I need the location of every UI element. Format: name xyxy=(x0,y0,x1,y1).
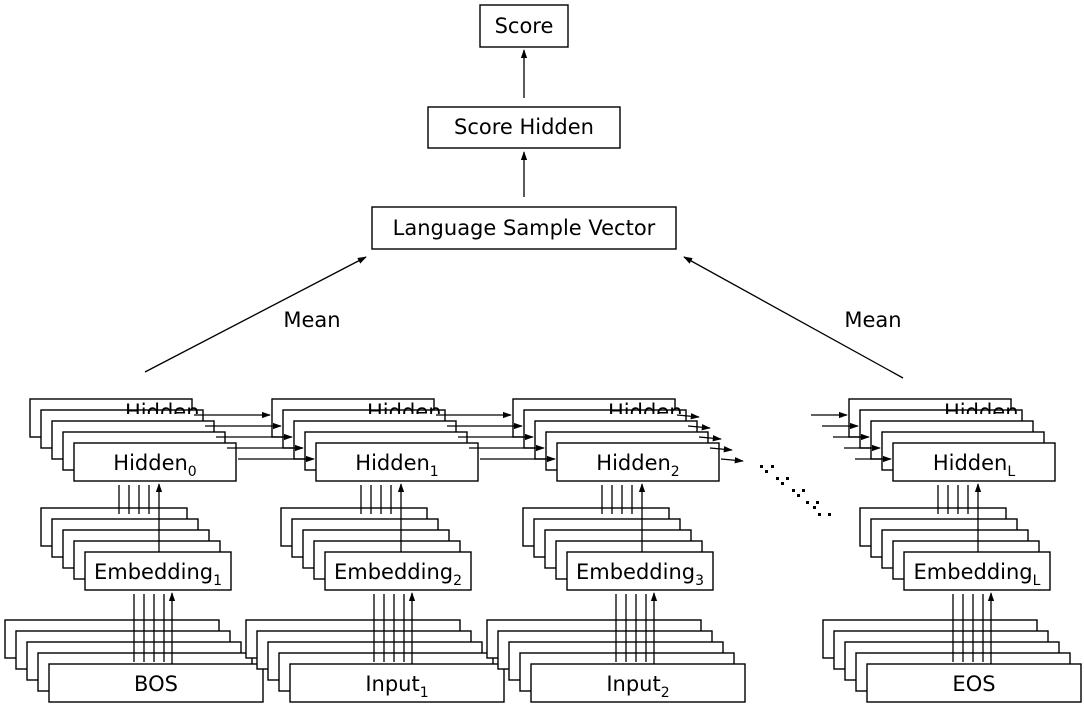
column-0-hidden-stack-front xyxy=(73,442,237,482)
left-mean-arrow xyxy=(144,256,367,373)
column-2-embedding-label: Embedding3 xyxy=(576,560,704,589)
column-0-input-stack-front xyxy=(48,663,264,703)
ellipsis-dot-10 xyxy=(765,470,768,473)
column-3-input-label: EOS xyxy=(952,672,995,696)
column-2-embedding-stack-front xyxy=(566,551,714,591)
ellipsis-dot-7 xyxy=(816,501,819,504)
trailing-arrow-0 xyxy=(720,457,744,464)
ellipsis-dot-4 xyxy=(792,489,795,492)
language-sample-vector-box xyxy=(371,206,677,250)
score-box xyxy=(479,4,569,48)
ellipsis-dot-0 xyxy=(760,465,763,468)
column-0-hidden-label: Hidden0 xyxy=(113,451,196,480)
trailing-arrow-4 xyxy=(676,413,700,420)
column-1-hidden-label: Hidden1 xyxy=(355,451,438,480)
trailing-arrow-2 xyxy=(698,435,722,442)
right-mean-arrow xyxy=(683,256,904,379)
ellipsis-dot-9 xyxy=(828,513,831,516)
column-3-input-stack-front xyxy=(866,663,1082,703)
column-0-input-label: BOS xyxy=(134,672,178,696)
column-2-hidden-label: Hidden2 xyxy=(596,451,679,480)
column-3-embedding-label: EmbeddingL xyxy=(914,560,1041,589)
column-2-input-label: Input2 xyxy=(606,672,669,701)
ellipsis-dot-5 xyxy=(802,489,805,492)
left-mean-label: Mean xyxy=(283,308,340,332)
score-label: Score xyxy=(495,14,554,38)
trailing-arrow-1 xyxy=(709,446,733,453)
column-2-input-stack-front xyxy=(530,663,746,703)
ellipsis-dot-13 xyxy=(813,506,816,509)
score-hidden-label: Score Hidden xyxy=(454,115,594,139)
language-sample-vector-label: Language Sample Vector xyxy=(393,216,656,240)
ellipsis-dot-8 xyxy=(818,513,821,516)
column-2-hidden-stack-front xyxy=(556,442,720,482)
column-0-embedding-stack-front xyxy=(84,551,232,591)
column-1-embedding-label: Embedding2 xyxy=(334,560,462,589)
column-1-input-stack-front xyxy=(289,663,505,703)
ellipsis-dot-1 xyxy=(771,465,774,468)
column-3-embedding-stack-front xyxy=(903,551,1051,591)
column-3-hidden-stack-front xyxy=(892,442,1056,482)
trailing-arrow-3 xyxy=(687,424,711,431)
score-hidden-box xyxy=(427,106,621,149)
ellipsis-dot-11 xyxy=(781,482,784,485)
ellipsis-dot-2 xyxy=(776,477,779,480)
right-mean-label: Mean xyxy=(844,308,901,332)
column-1-hidden-stack-front xyxy=(315,442,479,482)
column-1-embedding-stack-front xyxy=(324,551,472,591)
column-3-hidden-label: HiddenL xyxy=(933,451,1016,480)
ellipsis-dot-12 xyxy=(797,494,800,497)
column-0-embedding-label: Embedding1 xyxy=(94,560,222,589)
ellipsis-dot-6 xyxy=(806,501,809,504)
ellipsis-dot-3 xyxy=(786,477,789,480)
column-1-input-label: Input1 xyxy=(365,672,428,701)
token-columns: BOSEmbedding1Hidden0HiddenInput1Embeddin… xyxy=(4,398,1082,703)
